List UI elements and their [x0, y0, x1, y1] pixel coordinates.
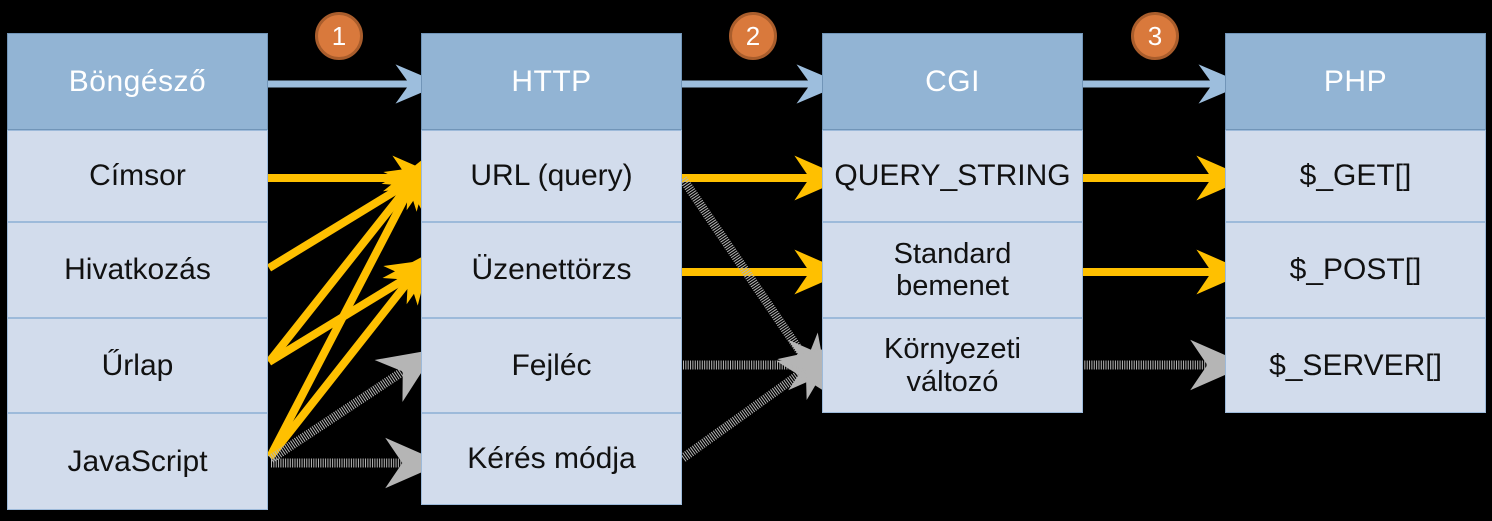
connector-hivatkozas-to-url — [266, 164, 439, 272]
cell-cgi-standard-bemenet[interactable]: Standard bemenet — [822, 222, 1083, 318]
column-header-browser[interactable]: Böngésző — [7, 33, 268, 130]
step-badge-2[interactable]: 2 — [729, 12, 777, 60]
cell-browser-hivatkozas[interactable]: Hivatkozás — [7, 222, 268, 318]
connector-javascript-to-url — [266, 156, 427, 459]
cell-browser-javascript[interactable]: JavaScript — [7, 413, 268, 510]
connector-urlap-to-url — [265, 157, 431, 365]
connector-javascript-to-fejlec — [268, 349, 437, 463]
cell-php-server[interactable]: $_SERVER[] — [1225, 318, 1486, 413]
column-header-cgi[interactable]: CGI — [822, 33, 1083, 130]
connector-urlap-to-uzenettorzs — [266, 258, 439, 366]
cell-cgi-kornyezeti-valtozo[interactable]: Környezeti változó — [822, 318, 1083, 413]
connector-keresmodja-to-kornyezeti — [680, 345, 839, 462]
cell-cgi-query-string[interactable]: QUERY_STRING — [822, 130, 1083, 222]
cell-php-post[interactable]: $_POST[] — [1225, 222, 1486, 318]
cell-browser-cimsor[interactable]: Címsor — [7, 130, 268, 222]
connector-url-to-kornyezeti — [679, 176, 830, 395]
cell-browser-urlap[interactable]: Űrlap — [7, 318, 268, 413]
column-header-http[interactable]: HTTP — [421, 33, 682, 130]
connector-javascript-to-uzenettorzs — [266, 251, 432, 460]
cell-http-url-query[interactable]: URL (query) — [421, 130, 682, 222]
column-header-php[interactable]: PHP — [1225, 33, 1486, 130]
step-badge-3[interactable]: 3 — [1131, 12, 1179, 60]
cell-http-uzenettorzs[interactable]: Üzenettörzs — [421, 222, 682, 318]
cell-php-get[interactable]: $_GET[] — [1225, 130, 1486, 222]
cell-http-keres-modja[interactable]: Kérés módja — [421, 413, 682, 505]
cell-http-fejlec[interactable]: Fejléc — [421, 318, 682, 413]
step-badge-1[interactable]: 1 — [315, 12, 363, 60]
